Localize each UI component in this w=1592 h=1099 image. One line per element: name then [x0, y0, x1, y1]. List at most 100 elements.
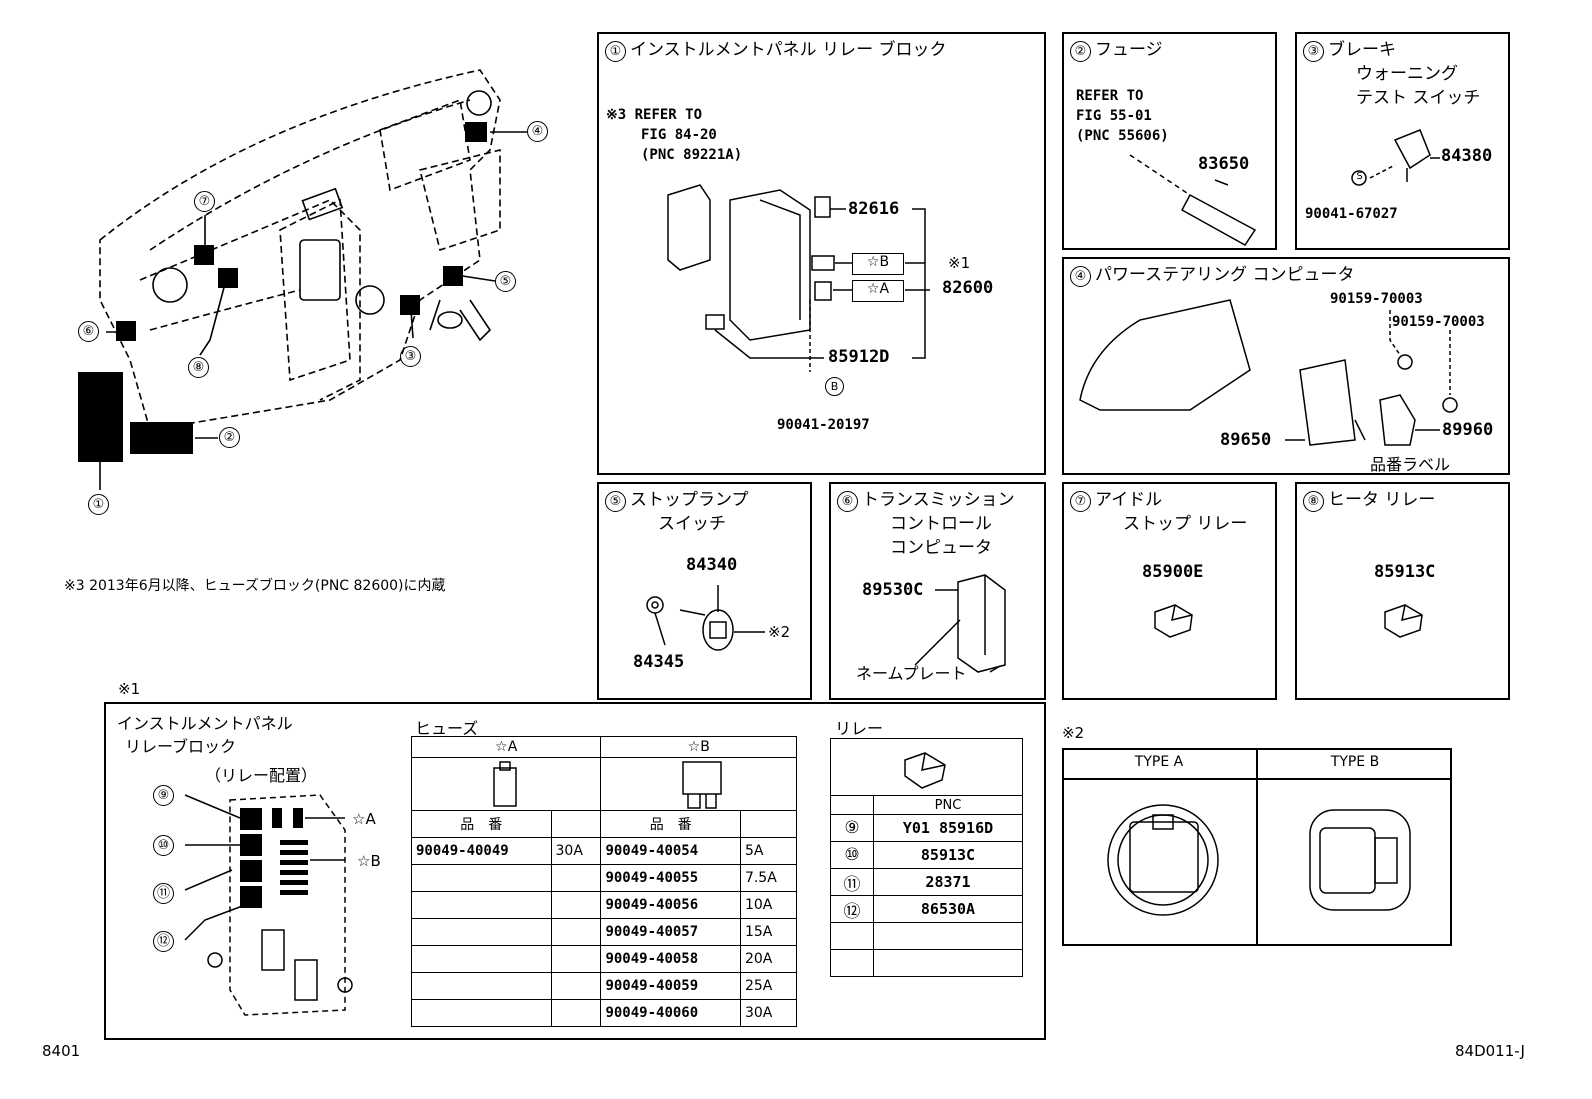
footer-right: 84D011-J — [1455, 1042, 1525, 1060]
callout-7: ⑦ — [194, 190, 219, 212]
callout-6: ⑥ — [78, 320, 103, 342]
type-a-label: TYPE A — [1134, 754, 1184, 770]
screw-90159-70003-b: 90159-70003 — [1392, 314, 1485, 330]
fuse-a-image — [410, 757, 602, 811]
part-84380: 84380 — [1441, 146, 1493, 166]
panel-stop-lamp-switch — [597, 482, 812, 700]
part-90041-67027: 90041-67027 — [1305, 206, 1398, 222]
panel-brake-switch — [1295, 32, 1510, 250]
panel6-title-3: コンピュータ — [890, 538, 992, 558]
fuse-col-b: ☆B — [600, 736, 797, 758]
panel6-title-2: コントロール — [890, 514, 992, 534]
part-85900e: 85900E — [1142, 562, 1204, 582]
note1-title-2: リレーブロック — [125, 737, 237, 756]
part-85912d: 85912D — [828, 347, 890, 367]
note1-frame — [104, 702, 1046, 1040]
panel2-ref-3: (PNC 55606) — [1076, 128, 1169, 144]
star-a-pointer: ☆A — [352, 810, 376, 828]
panel2-ref-2: FIG 55-01 — [1076, 108, 1152, 124]
fuse-col-a: ☆A — [410, 736, 602, 758]
callout-8: ⑧ — [188, 356, 213, 378]
part-number-label: 品番ラベル — [1370, 455, 1451, 474]
part-82600: 82600 — [942, 278, 994, 298]
dashboard-illustration — [99, 69, 501, 431]
note1-mark: ※1 — [118, 680, 141, 698]
note2-mark: ※2 — [1062, 724, 1085, 742]
relay-label: リレー — [835, 719, 884, 738]
panel-power-steering — [1062, 257, 1510, 475]
relay-pnc-header: PNC — [873, 795, 1023, 815]
callout-1: ① — [88, 493, 113, 515]
callout-10: ⑩ — [153, 834, 178, 856]
overview-note: ※3 2013年6月以降、ヒューズブロック(PNC 82600)に内蔵 — [64, 578, 446, 594]
panel-idle-stop-relay — [1062, 482, 1277, 700]
footer-left: 8401 — [42, 1042, 81, 1060]
fuse-b-pn-header: 品 番 — [600, 810, 741, 838]
part-82616: 82616 — [848, 199, 900, 219]
panel-heater-relay — [1295, 482, 1510, 700]
part-89960: 89960 — [1442, 420, 1494, 440]
star-b-box: ☆B — [852, 253, 904, 275]
panel1-ref-2: FIG 84-20 — [641, 127, 717, 143]
s-marker: S — [1356, 171, 1363, 182]
callout-12: ⑫ — [153, 930, 178, 952]
relay-row — [830, 949, 1023, 977]
panel1-ref-1: ※3 REFER TO — [606, 107, 703, 123]
part-84345: 84345 — [633, 652, 685, 672]
part-84340: 84340 — [686, 555, 738, 575]
panel2-ref-1: REFER TO — [1076, 88, 1144, 104]
panel-relay-block — [597, 32, 1046, 475]
panel-fuse — [1062, 32, 1277, 250]
panel1-ref-3: (PNC 89221A) — [641, 147, 743, 163]
star-a-box: ☆A — [852, 280, 904, 302]
panel5-title-2: スイッチ — [658, 514, 726, 534]
part-83650: 83650 — [1198, 154, 1250, 174]
part-89650: 89650 — [1220, 430, 1272, 450]
panel3-title-3: テスト スイッチ — [1356, 88, 1481, 108]
panel7-title-2: ストップ リレー — [1123, 514, 1248, 534]
note1-title-3: （リレー配置） — [205, 766, 318, 785]
panel3-title-2: ウォーニング — [1356, 64, 1458, 84]
part-90041-20197: 90041-20197 — [777, 417, 870, 433]
relay-image — [830, 738, 1023, 796]
mark-1: ※1 — [948, 254, 971, 272]
callout-3: ③ — [400, 345, 425, 367]
b-marker: B — [825, 377, 844, 396]
note2-divider — [1256, 748, 1258, 946]
mark-2: ※2 — [768, 623, 791, 641]
nameplate-label: ネームプレート — [856, 664, 967, 683]
relay-row — [830, 922, 1023, 950]
callout-9: ⑨ — [153, 784, 178, 806]
callout-5: ⑤ — [495, 270, 520, 292]
screw-90159-70003-a: 90159-70003 — [1330, 291, 1423, 307]
callout-4: ④ — [527, 120, 552, 142]
fuse-label: ヒューズ — [415, 719, 479, 738]
panel-transmission-computer — [829, 482, 1046, 700]
note1-title-1: インストルメントパネル — [117, 714, 293, 733]
type-b-label: TYPE B — [1330, 754, 1380, 770]
part-85913c: 85913C — [1374, 562, 1436, 582]
fuse-a-pn-header: 品 番 — [411, 810, 552, 838]
part-89530c: 89530C — [862, 580, 924, 600]
